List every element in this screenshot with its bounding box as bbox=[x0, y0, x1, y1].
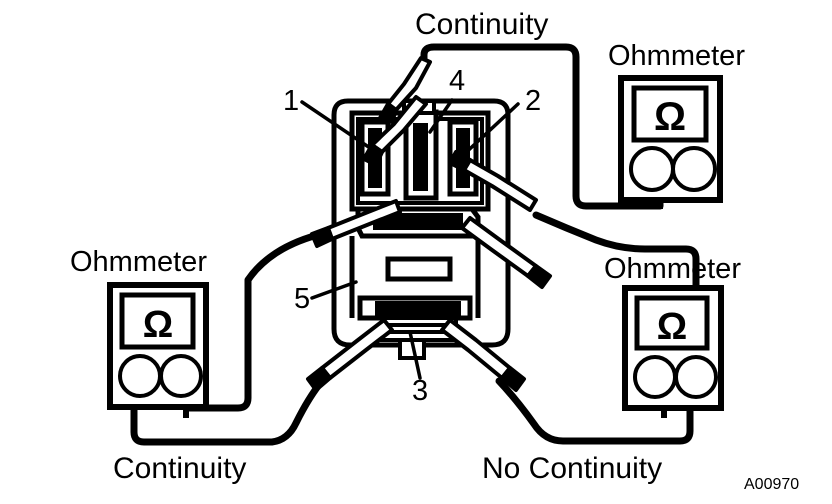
ohmmeter-label-left: Ohmmeter bbox=[70, 246, 207, 278]
callout-number-2: 2 bbox=[525, 85, 541, 117]
leader-5 bbox=[310, 280, 358, 300]
body-window bbox=[385, 256, 453, 282]
probe-terminal-2 bbox=[448, 150, 538, 212]
leader-1 bbox=[300, 100, 378, 154]
probe-bottom-right bbox=[440, 318, 526, 392]
callout-number-3: 3 bbox=[412, 375, 428, 407]
meter-display bbox=[119, 292, 196, 350]
ohm-symbol: Ω bbox=[143, 304, 173, 346]
ohmmeter-top-right[interactable]: Ω bbox=[618, 75, 723, 209]
terminal-blade-4 bbox=[413, 123, 428, 191]
wire-left-to-left-meter bbox=[182, 229, 329, 412]
wire-group bbox=[130, 43, 700, 446]
meter-dial-right[interactable] bbox=[671, 146, 717, 192]
meter-dial-right[interactable] bbox=[674, 355, 718, 399]
meter-dial-left[interactable] bbox=[633, 355, 677, 399]
wire-top-continuity bbox=[420, 43, 664, 210]
ohmmeter-label-top-right: Ohmmeter bbox=[608, 40, 745, 72]
meter-display bbox=[634, 295, 710, 351]
label-no-continuity: No Continuity bbox=[482, 452, 662, 485]
probe-terminal-5 bbox=[310, 199, 402, 248]
meter-display bbox=[631, 85, 709, 143]
ohmmeter-left[interactable]: Ω bbox=[107, 282, 209, 418]
callout-number-4: 4 bbox=[449, 65, 465, 97]
callout-leaders bbox=[300, 98, 520, 380]
meter-dial-left[interactable] bbox=[629, 146, 675, 192]
wire-bottom-left-continuity bbox=[130, 376, 327, 446]
leader-2 bbox=[458, 102, 520, 160]
wire-right-to-bottom-right-meter bbox=[532, 211, 700, 292]
probe-group bbox=[306, 56, 552, 392]
label-continuity-top: Continuity bbox=[415, 8, 548, 41]
reference-code: A00970 bbox=[744, 476, 799, 493]
probe-mid-right bbox=[460, 216, 552, 289]
meter-dial-left[interactable] bbox=[118, 354, 162, 398]
ohm-symbol: Ω bbox=[657, 306, 687, 348]
wire-bottom-right-no-continuity bbox=[495, 377, 694, 445]
lower-terminal-bar bbox=[375, 301, 461, 316]
callout-number-5: 5 bbox=[294, 283, 310, 315]
ohmmeter-label-bottom-right: Ohmmeter bbox=[604, 253, 741, 285]
body-rails bbox=[349, 236, 481, 318]
probe-terminal-4 bbox=[378, 56, 432, 124]
leader-3 bbox=[408, 330, 422, 380]
callout-number-1: 1 bbox=[283, 85, 299, 117]
meter-dial-right[interactable] bbox=[159, 354, 203, 398]
leader-4 bbox=[428, 98, 454, 134]
ohmmeter-bottom-right[interactable]: Ω bbox=[622, 285, 724, 418]
probe-bottom-left bbox=[306, 318, 394, 392]
ohm-symbol: Ω bbox=[654, 95, 686, 139]
probe-terminal-1 bbox=[362, 95, 428, 167]
label-continuity-bottom: Continuity bbox=[113, 452, 246, 485]
